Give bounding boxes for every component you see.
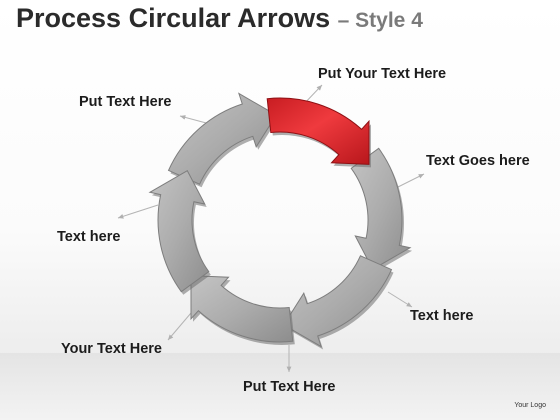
arrow-segment — [167, 92, 278, 185]
connector-right-lower — [387, 291, 413, 308]
arrow-segment — [282, 255, 393, 348]
connector-right-upper — [395, 173, 425, 189]
arrow-segment — [148, 170, 210, 293]
floor-shadow — [0, 353, 560, 420]
connector-left — [117, 204, 159, 219]
label-bottom-left: Your Text Here — [61, 341, 162, 357]
connector-top-left — [179, 115, 211, 125]
label-top-right: Put Your Text Here — [318, 66, 447, 82]
arrow-segment — [190, 275, 294, 343]
ring-segments — [148, 92, 413, 350]
connector-bottom-left — [167, 312, 192, 341]
page-title: Process Circular Arrows – Style 4 — [16, 3, 423, 34]
label-right-upper: Text Goes here — [426, 153, 530, 169]
title-suffix: – Style 4 — [337, 9, 423, 32]
logo-text: Your Logo — [514, 402, 546, 409]
label-right-lower: Text here — [410, 308, 474, 324]
label-bottom: Put Text Here — [243, 379, 336, 395]
title-main: Process Circular Arrows — [16, 3, 331, 33]
arrow-segment — [350, 147, 412, 270]
highlighted-arrow-segment — [266, 97, 370, 165]
label-top-left: Put Text Here — [79, 94, 172, 110]
label-left: Text here — [57, 229, 121, 245]
